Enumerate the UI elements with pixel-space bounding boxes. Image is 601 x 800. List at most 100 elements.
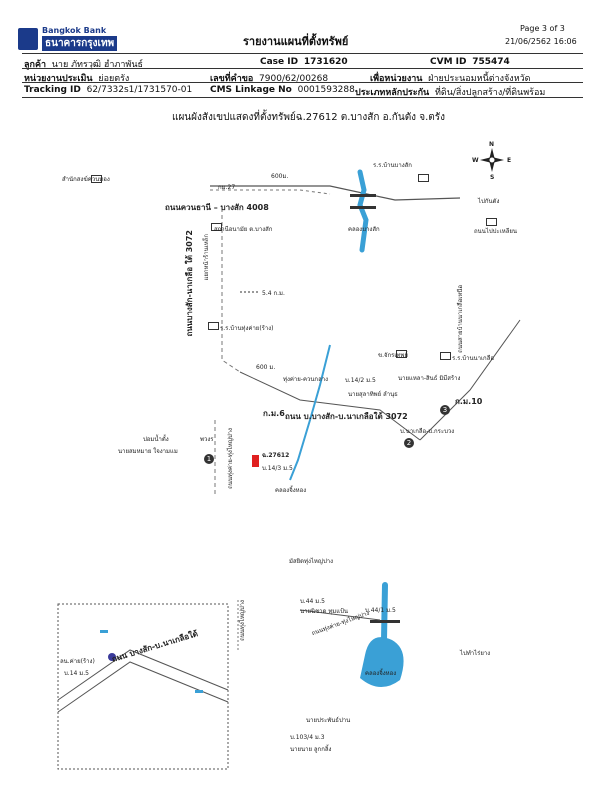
label-road-3072-main: ถนน บ.บางสัก-บ.นาเกลือใต้ 3072	[285, 412, 408, 421]
case-value: 1731620	[303, 57, 348, 67]
for-unit-label: เพื่อหน่วยงาน	[370, 74, 423, 84]
label-health-station: สถานีอนามัย ต.บางสัก	[214, 226, 273, 233]
inset-water-mark	[195, 690, 203, 693]
label-house-sin: นายแหลา-สินธ์ มิมีสร้าง	[398, 375, 461, 382]
label-to-palian: ถนนไปปะเหลียน	[474, 228, 517, 235]
road-4008-dashed	[210, 189, 331, 195]
label-phuang: พวงร	[200, 436, 214, 443]
label-house-14-2: บ.14/2 ม.5	[345, 377, 376, 384]
label-title-deed: ฉ.27612	[262, 452, 290, 459]
cvm-row: CVM ID 755474	[430, 57, 510, 67]
canal-bang-sak	[357, 169, 369, 253]
label-house-44: บ.44 ม.5	[300, 598, 325, 605]
inset-road-2	[57, 661, 229, 713]
for-unit-value: ฝ่ายประนอมหนี้ต่างจังหวัด	[428, 74, 531, 84]
canal-jing-hong-detail	[381, 582, 388, 643]
request-value: 7900/62/00268	[259, 74, 329, 84]
marker-3: 3	[440, 405, 450, 415]
bank-name-en: Bangkok Bank	[42, 26, 107, 35]
inset-frame	[57, 603, 229, 770]
bridge	[350, 206, 376, 209]
label-house-sulathip: นายสุลาทิพย์ ลำนุธ	[348, 391, 398, 398]
compass-n: N	[489, 141, 495, 148]
header-rule	[22, 82, 583, 83]
label-road-3072: ถนนบางสัก-นาเกลือ ใต้ 3072	[185, 230, 194, 337]
label-house-lukkling: นายนาย ลูกกลิ้ง	[290, 746, 332, 753]
cvm-value: 755474	[472, 57, 510, 67]
compass-icon	[480, 148, 504, 172]
marker-1: 1	[204, 454, 214, 464]
marker-2: 2	[404, 438, 414, 448]
label-thung-khai-khuan: ทุ่งค่าย-ควนกลาง	[283, 376, 329, 383]
label-naklua-krabuang: บ.นาเกลือ-บ.กระบวง	[400, 428, 455, 435]
building-icon	[208, 322, 219, 330]
cvm-label: CVM ID	[430, 57, 467, 67]
request-label: เลขที่คำขอ	[210, 74, 254, 84]
building-icon	[418, 174, 429, 182]
label-road-4008: ถนนควนธานี – บางสัก 4008	[165, 203, 269, 212]
inset-water-mark	[100, 630, 108, 633]
cms-value: 0001593288	[297, 85, 355, 95]
road-3072-north	[221, 208, 241, 373]
canal-jing-hong	[289, 344, 331, 481]
label-bang-sak-canal: คลองบางสัก	[348, 226, 380, 233]
label-jing-hong-canal: คลองจิ้งหอง	[275, 487, 307, 494]
label-iron-shop-junction: แยกหน้าร้านเหล็ก	[203, 234, 210, 281]
label-km27: กม.27	[218, 184, 236, 191]
map-subtitle: แผนผังสังเขปแสดงที่ตั้งทรัพย์ฉ.27612 ต.บ…	[172, 112, 446, 123]
label-chakrathep: ข.จักรเทพย์	[378, 352, 408, 359]
label-jing-hong-canal-lower: คลองจิ้งหอง	[365, 670, 397, 677]
building-icon	[211, 223, 222, 231]
label-km6: ก.ม.6	[263, 409, 285, 418]
label-to-kantang: ไปกันตัง	[478, 198, 500, 205]
cms-row: CMS Linkage No 0001593288	[210, 85, 355, 95]
label-thungyai-road: ถนนทุ่งไหญ่ปาง	[239, 600, 246, 641]
compass-s: S	[490, 174, 495, 181]
customer-label: ลูกค้า	[24, 60, 47, 70]
label-inset-house-14: บ.14 ม.5	[64, 670, 89, 677]
case-label: Case ID	[260, 57, 299, 67]
tracking-label: Tracking ID	[24, 85, 81, 95]
label-mosque: มัสยิดทุ่งไหญ่ปาง	[289, 558, 334, 565]
label-house-sommai: นายสมหมาย ใจงามแม	[118, 448, 178, 455]
tracking-value: 62/7332s1/1731570-01	[86, 85, 193, 95]
label-water-tank: ปอมน้ำตั้ง	[143, 436, 169, 443]
page-number: Page 3 of 3	[520, 24, 565, 33]
property-marker	[252, 455, 259, 467]
label-house-44-1: บ.44/1 ม.5	[365, 607, 396, 614]
label-house-103-4: บ.103/4 ม.3	[290, 734, 325, 741]
label-house-praphan: นายประพันธ์ปาน	[306, 717, 351, 724]
case-row: Case ID 1731620	[260, 57, 348, 67]
building-icon	[486, 218, 497, 226]
building-icon	[440, 352, 451, 360]
header-rule	[22, 97, 583, 98]
request-row: เลขที่คำขอ 7900/62/00268	[210, 71, 328, 85]
for-unit-row: เพื่อหน่วยงาน ฝ่ายประนอมหนี้ต่างจังหวัด	[370, 71, 531, 85]
compass-e: E	[507, 157, 512, 164]
label-naklua-north-road: ถนนสายบ้านนาเกลือเหนือ	[457, 285, 464, 353]
bank-logo: Bangkok Bank ธนาคารกรุงเทพ	[18, 26, 123, 54]
road-3072	[239, 371, 421, 441]
collateral-value: ที่ดิน/สิ่งปลูกสร้าง/ที่ดินพร้อม	[434, 88, 546, 98]
header-rule	[22, 53, 583, 54]
building-icon	[91, 175, 102, 183]
header-rule	[22, 68, 583, 69]
label-to-rubber-farm: ไปทำไร่ยาง	[460, 650, 491, 657]
collateral-label: ประเภทหลักประกัน	[355, 88, 430, 98]
collateral-row: ประเภทหลักประกัน ที่ดิน/สิ่งปลูกสร้าง/ที…	[355, 85, 545, 99]
unit-value: ย่อยตรัง	[98, 74, 130, 84]
label-thung-khai-thungyai-road: ถนนทุ่งค่าย-ทุ่งไหญ่ปาง	[227, 428, 234, 489]
print-date: 21/06/2562 16:06	[505, 37, 577, 46]
label-naklua-school: ร.ร.บ้านนาเกลือ	[452, 355, 494, 362]
label-600-m: 600 ม.	[256, 364, 276, 371]
road-4008	[210, 185, 461, 201]
label-inset-camp: ลน.ค่าย(ร้าง)	[60, 658, 95, 665]
road-naklua-north	[419, 319, 521, 441]
label-thung-khai-school: ร.ร.บ้านทุ่งค่าย(ร้าง)	[220, 325, 274, 332]
label-km10: ก.ม.10	[455, 397, 483, 406]
label-house-nichat: นายนิชาด ทุมแป้น	[300, 608, 349, 615]
customer-row: ลูกค้า นาย ภัทรวุฒิ ฮำภาพันธ์	[24, 57, 143, 71]
report-title: รายงานแผนที่ตั้งทรัพย์	[243, 35, 349, 48]
lr-road	[299, 609, 381, 621]
